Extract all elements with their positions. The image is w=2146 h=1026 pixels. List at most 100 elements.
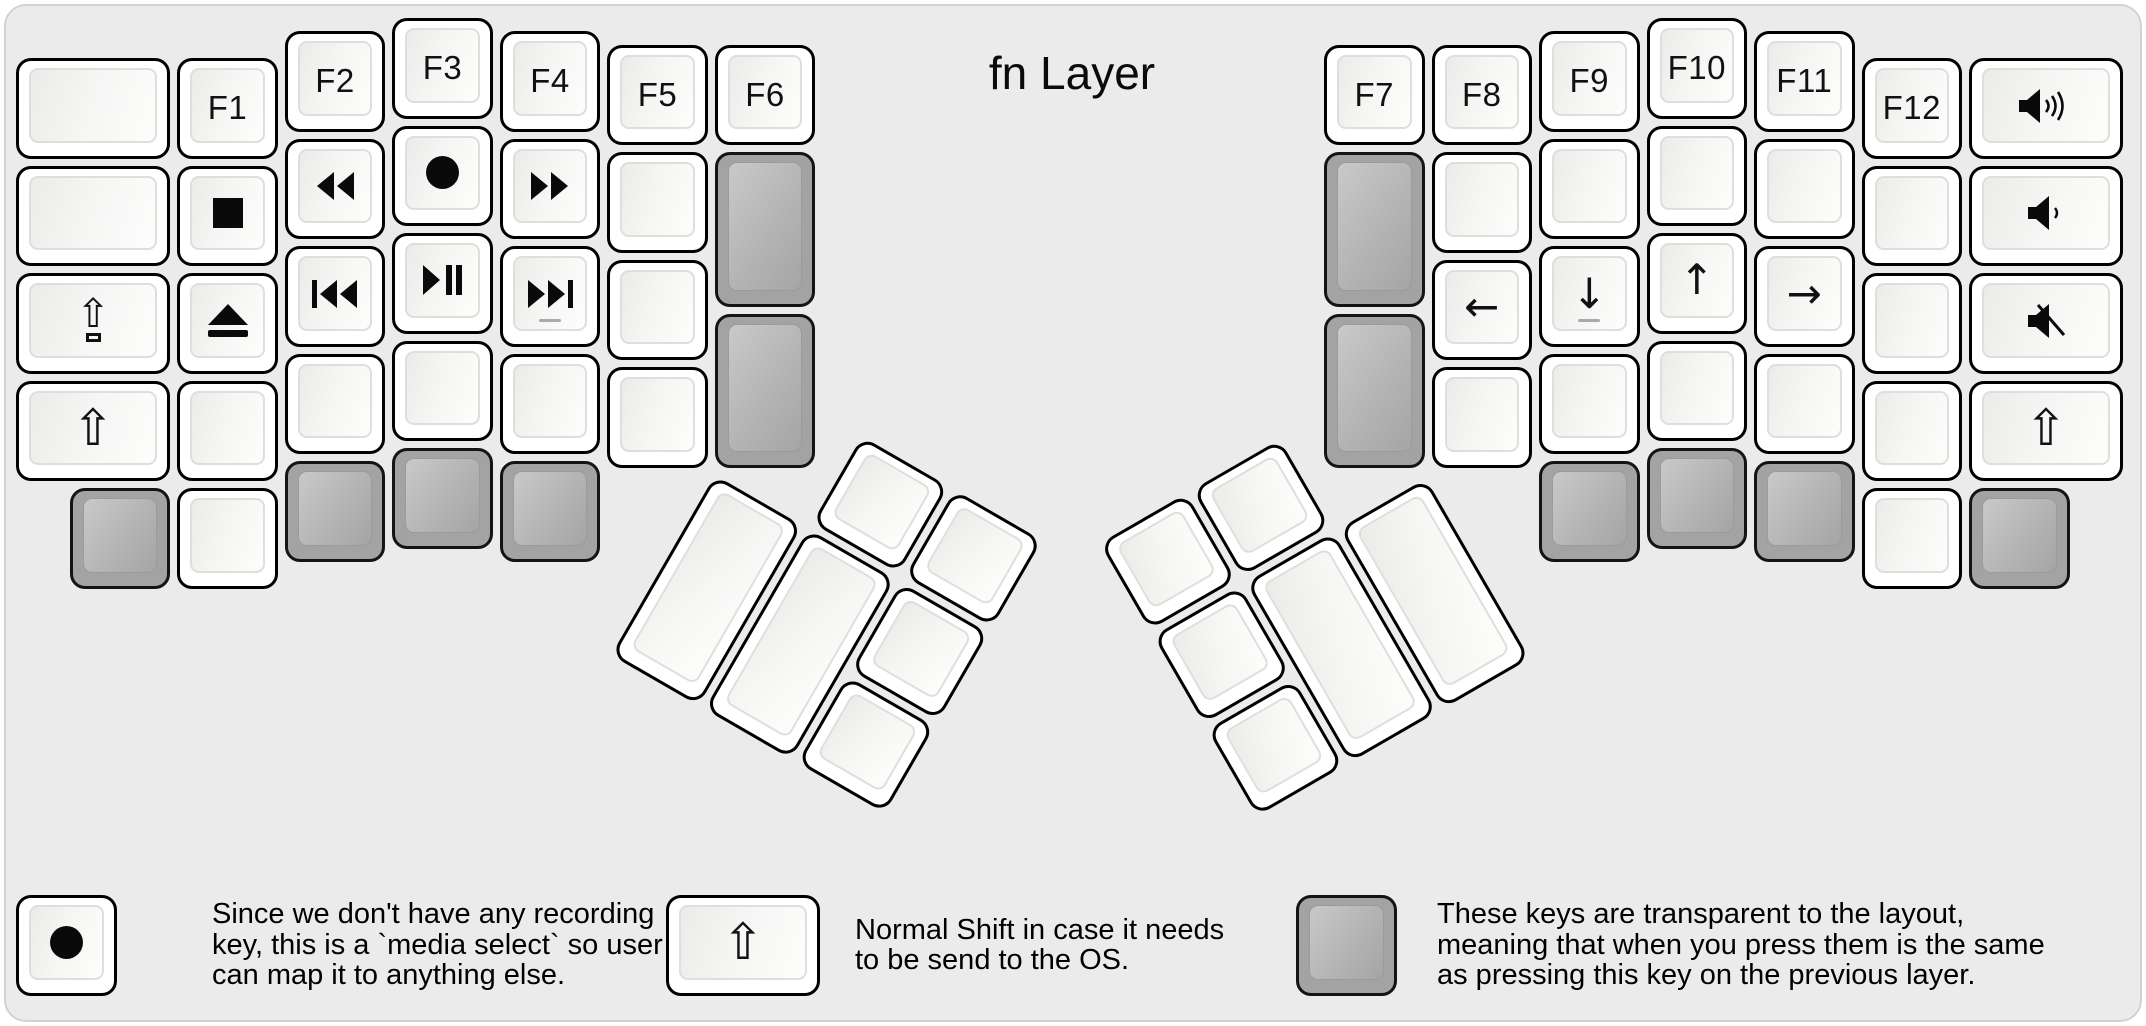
keycap-top (1982, 175, 2111, 251)
keycap-top (297, 363, 373, 439)
key-blank (16, 165, 171, 267)
arrow-left-icon: ← (1464, 282, 1500, 332)
rewind-icon (317, 172, 354, 201)
key-label: F8 (1461, 75, 1502, 113)
key-label: F4 (530, 62, 570, 100)
keycap-top (1874, 175, 1949, 251)
key-F9: F9 (1539, 31, 1640, 132)
key-label: F10 (1667, 48, 1726, 86)
key-blank (1431, 367, 1532, 468)
keycap-top (297, 148, 373, 224)
keycap-top (1552, 471, 1627, 546)
keycap-top (620, 377, 695, 452)
key-blank (1861, 380, 1962, 482)
key-transparent (69, 488, 171, 589)
key-blank (607, 367, 708, 468)
keycap-top: F8 (1444, 54, 1519, 130)
key-eject (177, 273, 278, 374)
record-icon (49, 925, 83, 959)
keycap-top: F10 (1659, 28, 1734, 103)
key-F1: F1 (177, 58, 278, 159)
legend-line: as pressing this key on the previous lay… (1437, 959, 1976, 992)
key-transparent (1969, 488, 2070, 589)
legend-line: Normal Shift in case it needs (855, 913, 1225, 946)
keycap-top (29, 175, 158, 251)
keycap-top: F7 (1337, 54, 1412, 130)
mute-icon (2028, 303, 2066, 338)
caps-shift-icon: ⇧ (76, 291, 110, 342)
key-transparent (284, 461, 386, 562)
legend-line: to be send to the OS. (855, 944, 1130, 976)
keycap-top (1767, 471, 1842, 546)
key-blank (177, 488, 278, 589)
legend-text: These keys are transparent to the layout… (1437, 893, 2045, 997)
key-F7: F7 (1324, 44, 1425, 146)
key-blank (1861, 488, 1962, 589)
key-blank (1646, 125, 1747, 226)
keycap-top (1444, 162, 1519, 237)
key-blank (1754, 138, 1855, 240)
keycap-top (1168, 601, 1271, 703)
key-caps-shift: ⇧ (16, 273, 171, 374)
keycap-top (923, 504, 1026, 607)
arrow-right-icon: → (1786, 268, 1822, 318)
key-arrow-up: ↑ (1646, 233, 1747, 334)
key-shift: ⇧ (1969, 380, 2124, 482)
keycap-top: F6 (727, 54, 803, 130)
keycap-top (620, 269, 695, 345)
key-transparent (714, 152, 816, 307)
key-blank (177, 380, 278, 482)
keycap-top: F9 (1552, 41, 1627, 116)
key-blank (1539, 138, 1640, 240)
key-play-pause (392, 233, 493, 334)
keycap-top (190, 283, 265, 358)
keycap-top (816, 690, 918, 793)
key-stop (177, 165, 278, 267)
record-icon (426, 156, 459, 190)
keycap-top: → (1767, 256, 1842, 331)
keycap-top (405, 243, 480, 318)
arrow-up-icon: ↑ (1679, 255, 1715, 305)
key-blank (1861, 273, 1962, 374)
keycap-top (1874, 390, 1949, 466)
keycap-top (1982, 283, 2111, 358)
key-F10: F10 (1646, 18, 1747, 119)
key-F2: F2 (284, 31, 386, 132)
stop-icon (212, 198, 243, 229)
key-transparent (1324, 313, 1425, 468)
homing-bar (1578, 318, 1601, 322)
key-shift: ⇧ (16, 380, 171, 482)
keycap-top (82, 498, 158, 573)
keycap-top (1444, 377, 1519, 452)
keycap-top: ⇧ (1982, 390, 2111, 466)
key-mute (1969, 273, 2124, 374)
legend-key-record (16, 895, 117, 996)
keycap-top: ↓ (1552, 256, 1627, 331)
key-blank (1754, 353, 1855, 455)
keycap-top: ← (1444, 269, 1519, 345)
keycap-top (405, 458, 480, 533)
keycap-top (1222, 694, 1324, 796)
key-transparent (392, 448, 493, 549)
keycap-top (1337, 323, 1412, 452)
keycap-top (190, 390, 265, 466)
key-F4: F4 (499, 31, 601, 132)
caps-shift-arrow: ⇧ (76, 291, 110, 338)
keycap-top (190, 498, 265, 573)
keycap-top (830, 450, 933, 553)
key-record (392, 125, 493, 226)
keycap-top (1659, 350, 1734, 425)
key-label: F6 (745, 75, 785, 113)
key-F3: F3 (392, 18, 493, 119)
keycap-top (620, 162, 695, 237)
key-label: F12 (1882, 89, 1941, 127)
key-rewind (284, 138, 386, 240)
legend-line: can map it to anything else. (212, 959, 566, 992)
keycap-top (1337, 162, 1412, 291)
legend-key-transparent (1296, 895, 1397, 996)
key-blank (16, 58, 171, 159)
key-blank (607, 152, 708, 253)
keycap-top: F3 (405, 28, 480, 103)
key-previous-track (284, 246, 386, 347)
